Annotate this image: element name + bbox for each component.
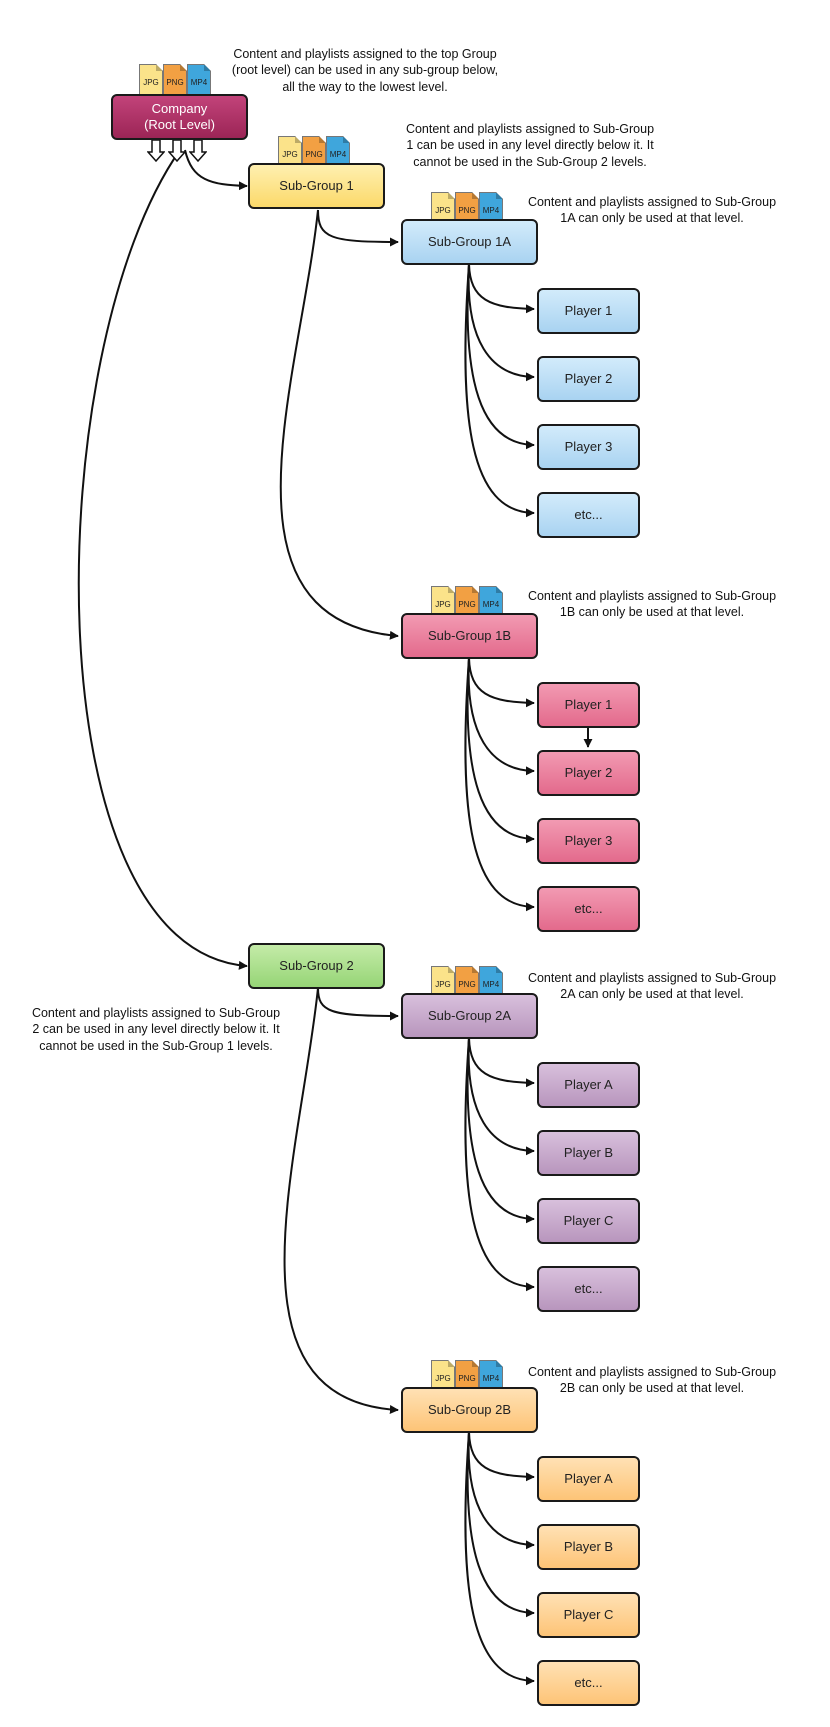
sub-group-1a-player-2[interactable]: Player 2 — [537, 356, 640, 402]
connector-root-sg2 — [77, 149, 248, 970]
sub-group-2a-player-b[interactable]: Player B — [537, 1130, 640, 1176]
sub-group-1b-etc[interactable]: etc... — [537, 886, 640, 932]
connector-sg2-sg2b — [283, 987, 399, 1415]
note-sub-group-2b: Content and playlists assigned to Sub-Gr… — [527, 1365, 777, 1396]
note-sub-group-2: Content and playlists assigned to Sub-Gr… — [31, 1006, 281, 1053]
connector-sg2b-pa — [468, 1431, 535, 1482]
sub-group-1b-node[interactable]: Sub-Group 1B — [401, 613, 538, 659]
note-sub-group-1a: Content and playlists assigned to Sub-Gr… — [527, 195, 777, 226]
connector-sg1a-p1 — [468, 263, 535, 314]
down-arrow-icon — [147, 140, 165, 162]
connector-sg1b-p2 — [467, 657, 535, 776]
sub-group-2b-player-a[interactable]: Player A — [537, 1456, 640, 1502]
sub-group-2a-player-a[interactable]: Player A — [537, 1062, 640, 1108]
down-arrow-icon — [189, 140, 207, 162]
sub-group-1a-node[interactable]: Sub-Group 1A — [401, 219, 538, 265]
company-root-node[interactable]: Company (Root Level) — [111, 94, 248, 140]
connector-sg2-sg2a — [317, 987, 399, 1021]
note-sub-group-2a: Content and playlists assigned to Sub-Gr… — [527, 971, 777, 1002]
sub-group-2b-etc[interactable]: etc... — [537, 1660, 640, 1706]
note-sub-group-1: Content and playlists assigned to Sub-Gr… — [405, 122, 655, 169]
connector-root-sg1 — [184, 149, 248, 191]
down-arrow-icon — [168, 140, 186, 162]
connector-sg1b-p1 — [468, 657, 535, 708]
sub-group-2a-node[interactable]: Sub-Group 2A — [401, 993, 538, 1039]
connector-sg2b-etc — [464, 1431, 535, 1686]
sub-group-2a-player-c[interactable]: Player C — [537, 1198, 640, 1244]
sub-group-2a-etc[interactable]: etc... — [537, 1266, 640, 1312]
connector-sg2a-etc — [464, 1037, 535, 1292]
sub-group-2b-player-b[interactable]: Player B — [537, 1524, 640, 1570]
connector-sg2a-pb — [467, 1037, 535, 1156]
note-root: Content and playlists assigned to the to… — [231, 47, 499, 94]
sub-group-1a-etc[interactable]: etc... — [537, 492, 640, 538]
sub-group-1b-player-2[interactable]: Player 2 — [537, 750, 640, 796]
connector-sg1b-etc — [464, 657, 535, 912]
sub-group-1-node[interactable]: Sub-Group 1 — [248, 163, 385, 209]
sub-group-1b-player-3[interactable]: Player 3 — [537, 818, 640, 864]
sub-group-1a-player-1[interactable]: Player 1 — [537, 288, 640, 334]
sub-group-2-node[interactable]: Sub-Group 2 — [248, 943, 385, 989]
connector-sg2a-pa — [468, 1037, 535, 1088]
connector-sg1a-p2 — [467, 263, 535, 382]
sub-group-1a-player-3[interactable]: Player 3 — [537, 424, 640, 470]
connector-sg1-sg1a — [317, 209, 399, 247]
sub-group-2b-player-c[interactable]: Player C — [537, 1592, 640, 1638]
sub-group-1b-player-1[interactable]: Player 1 — [537, 682, 640, 728]
sub-group-2b-node[interactable]: Sub-Group 2B — [401, 1387, 538, 1433]
connector-sg1a-etc — [464, 263, 535, 518]
connector-sg2b-pb — [467, 1431, 535, 1550]
connector-sg1-sg1b — [279, 209, 399, 640]
note-sub-group-1b: Content and playlists assigned to Sub-Gr… — [527, 589, 777, 620]
